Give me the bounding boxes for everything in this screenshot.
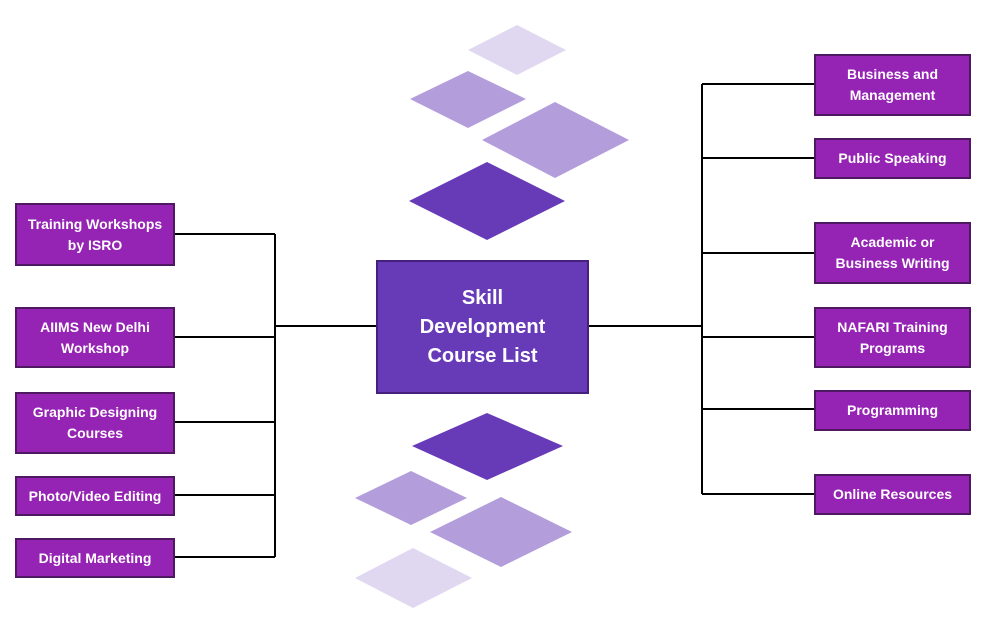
left-node-graphic-designing: Graphic Designing Courses [15, 392, 175, 454]
node-label: AIIMS New Delhi Workshop [40, 318, 150, 356]
node-label: Academic or Business Writing [835, 234, 950, 271]
right-node-business-management: Business and Management [814, 54, 971, 116]
node-label: NAFARI Training Programs [837, 318, 948, 356]
diamond-top-1 [468, 25, 566, 75]
diamond-bottom-1 [412, 413, 563, 480]
node-label: Photo/Video Editing [28, 487, 162, 504]
left-node-aiims-workshop: AIIMS New Delhi Workshop [15, 307, 175, 368]
right-node-programming: Programming [814, 390, 971, 431]
right-node-public-speaking: Public Speaking [814, 138, 971, 179]
node-label: Programming [846, 402, 938, 418]
right-node-online-resources: Online Resources [814, 474, 971, 515]
diamond-bottom-2 [355, 471, 467, 525]
diamond-bottom-4 [355, 548, 472, 608]
node-label: Digital Marketing [38, 549, 152, 566]
node-label: Business and Management [846, 66, 939, 103]
left-node-photo-video-editing: Photo/Video Editing [15, 476, 175, 516]
center-node: Skill Development Course List [376, 260, 589, 394]
diamond-top-2 [410, 71, 526, 128]
node-label: Graphic Designing Courses [32, 404, 158, 441]
left-node-digital-marketing: Digital Marketing [15, 538, 175, 578]
right-node-academic-writing: Academic or Business Writing [814, 222, 971, 284]
right-node-nafari-programs: NAFARI Training Programs [814, 307, 971, 368]
node-label: Public Speaking [838, 150, 947, 166]
node-label: Online Resources [832, 486, 953, 502]
diamond-bottom-3 [430, 497, 572, 567]
diamond-top-4 [409, 162, 565, 240]
center-node-label: Skill Development Course List [419, 286, 546, 367]
diamond-top-3 [482, 102, 629, 178]
node-label: Training Workshops by ISRO [27, 215, 163, 253]
left-node-training-workshops-isro: Training Workshops by ISRO [15, 203, 175, 266]
